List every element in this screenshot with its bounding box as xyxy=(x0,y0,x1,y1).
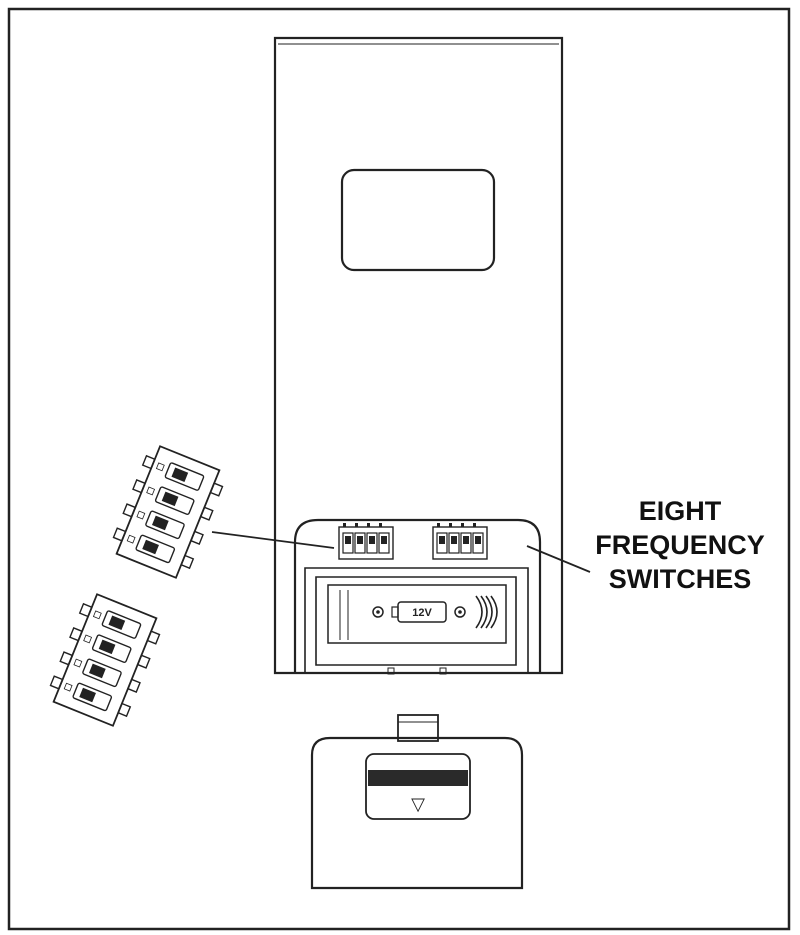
battery-door-arrow-icon: ▽ xyxy=(411,794,425,815)
detail-2-switch-lever xyxy=(79,687,96,703)
callout-eight-frequency-switches: EIGHT FREQUENCY SWITCHES xyxy=(560,494,800,596)
right-bank-switch-lever xyxy=(463,536,469,544)
detail-2-pin-left xyxy=(49,675,64,690)
detail-1-marking xyxy=(146,486,156,496)
right-bank-switch xyxy=(472,532,484,554)
leader-line-right xyxy=(526,545,591,573)
left-bank-switch-lever xyxy=(345,536,351,544)
left-bank-pin xyxy=(355,523,358,527)
battery-compartment xyxy=(293,518,542,675)
detail-1-marking xyxy=(136,510,146,520)
detail-2-switch-lever xyxy=(108,615,126,630)
detail-1-switch-lever xyxy=(171,467,189,482)
right-bank-switch-lever xyxy=(439,536,445,544)
left-bank-switch xyxy=(378,532,390,554)
left-bank-switch-lever xyxy=(381,536,387,544)
right-bank-pin xyxy=(437,523,440,527)
detail-2-pin-left xyxy=(78,602,93,618)
battery-spring xyxy=(475,595,498,629)
detail-1-switch xyxy=(164,462,205,491)
dip-switch-bank-left xyxy=(338,523,394,560)
left-bank-housing xyxy=(338,526,394,560)
detail-1-switch-lever xyxy=(161,491,179,507)
detail-2-marking xyxy=(83,634,93,644)
detail-2-pin-right xyxy=(127,678,141,693)
detail-2-body xyxy=(52,593,158,727)
detail-2-switch-lever xyxy=(88,663,106,679)
figure-border xyxy=(7,7,791,931)
right-bank-pin xyxy=(473,523,476,527)
left-bank-switch-lever xyxy=(369,536,375,544)
detail-2-marking xyxy=(73,658,83,668)
right-bank-switch xyxy=(460,532,472,554)
battery-terminal-right xyxy=(454,606,466,618)
detail-1-pin-left xyxy=(132,479,146,494)
callout-line-3: SWITCHES xyxy=(608,564,752,594)
left-bank-pin xyxy=(379,523,382,527)
callout-line-1: EIGHT xyxy=(638,496,722,526)
detail-1-pin-right xyxy=(199,506,214,521)
left-bank-switch xyxy=(342,532,354,554)
battery-label: 12V xyxy=(412,607,432,619)
right-bank-switch xyxy=(448,532,460,554)
battery-door-grip xyxy=(365,753,471,820)
detail-2-switch-lever xyxy=(98,639,116,655)
battery-door-tab xyxy=(397,714,439,742)
detail-1-switch xyxy=(154,486,195,515)
detail-2-pin-left xyxy=(69,627,83,642)
detail-1-marking xyxy=(126,534,136,544)
detail-2-switch xyxy=(82,658,122,688)
left-bank-switch xyxy=(354,532,366,554)
right-bank-switch-lever xyxy=(475,536,481,544)
detail-2-switch xyxy=(101,610,142,639)
detail-1-marking xyxy=(155,462,165,472)
detail-2-pin-right xyxy=(146,630,161,645)
right-bank-pin xyxy=(461,523,464,527)
detail-2-switch xyxy=(72,682,113,712)
callout-line-2: FREQUENCY xyxy=(595,530,765,560)
detail-1-pin-right xyxy=(180,554,195,570)
leader-line-left xyxy=(211,531,335,549)
detail-1-switch-lever xyxy=(142,539,159,555)
detail-1-switch xyxy=(135,534,176,564)
left-bank-switch-lever xyxy=(357,536,363,544)
detail-1-body xyxy=(115,445,221,579)
detail-1-pin-left xyxy=(112,527,127,542)
right-bank-switch xyxy=(436,532,448,554)
detail-2-pin-right xyxy=(136,654,151,669)
right-bank-switch-lever xyxy=(451,536,457,544)
detail-2-marking xyxy=(92,610,102,620)
display-window xyxy=(340,168,496,272)
left-bank-pin xyxy=(343,523,346,527)
right-bank-housing xyxy=(432,526,488,560)
left-bank-pin xyxy=(367,523,370,527)
battery-door xyxy=(310,714,524,890)
detail-1-switch xyxy=(145,510,185,540)
battery: 12V xyxy=(372,595,498,629)
dip-switch-detail-block-2 xyxy=(49,593,161,727)
detail-2-pin-left xyxy=(59,651,74,666)
detail-2-marking xyxy=(63,682,73,692)
detail-2-pin-right xyxy=(117,702,132,718)
detail-1-pin-right xyxy=(209,482,224,497)
detail-2-switch xyxy=(91,634,132,663)
left-bank-switch xyxy=(366,532,378,554)
detail-1-pin-right xyxy=(190,530,204,545)
detail-1-pin-left xyxy=(141,454,156,470)
dip-switch-detail-block-1 xyxy=(112,445,224,579)
battery-terminal-left xyxy=(372,606,384,618)
right-bank-pin xyxy=(449,523,452,527)
detail-1-pin-left xyxy=(122,503,137,518)
remote-body xyxy=(273,36,564,675)
detail-1-switch-lever xyxy=(151,515,169,531)
dip-switch-bank-right xyxy=(432,523,488,560)
